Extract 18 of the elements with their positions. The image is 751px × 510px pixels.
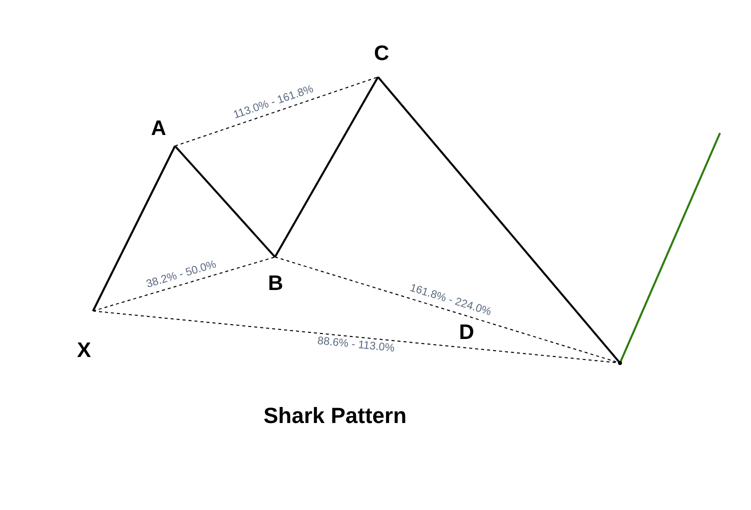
point-label: X bbox=[77, 340, 92, 362]
point-label: A bbox=[151, 118, 166, 140]
ratio-label: 38.2% - 50.0% bbox=[144, 258, 218, 290]
point-label: B bbox=[268, 273, 284, 295]
ratio-label: 88.6% - 113.0% bbox=[316, 335, 396, 355]
price-line bbox=[619, 132, 721, 364]
price-line bbox=[377, 76, 621, 364]
pivot-point bbox=[618, 361, 622, 365]
ratio-label: 161.8% - 224.0% bbox=[408, 282, 493, 319]
price-line bbox=[92, 146, 176, 312]
dashed-line bbox=[174, 76, 378, 146]
point-label: D bbox=[459, 322, 474, 344]
dashed-line bbox=[92, 256, 276, 312]
price-line bbox=[274, 76, 379, 258]
price-line bbox=[174, 145, 276, 258]
point-label: C bbox=[374, 43, 390, 65]
ratio-label: 113.0% - 161.8% bbox=[232, 82, 315, 122]
chart-title: Shark Pattern bbox=[262, 403, 408, 429]
